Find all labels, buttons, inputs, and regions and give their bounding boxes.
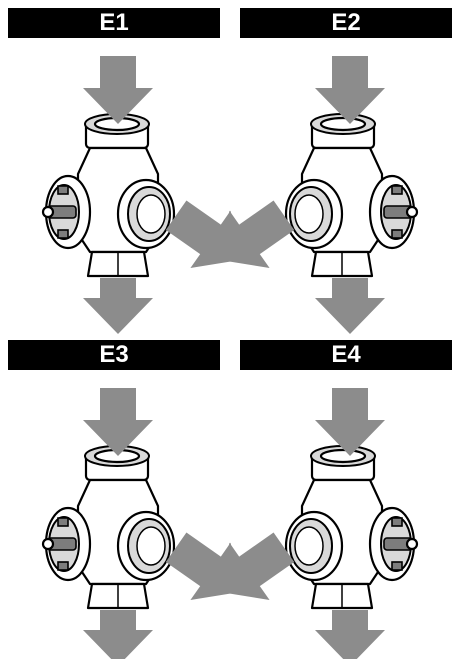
flow-arrow-bottom bbox=[83, 278, 153, 334]
valve-panel-e3: E3 bbox=[8, 340, 220, 658]
flow-arrow-top bbox=[83, 388, 153, 456]
valve-panel-e4: E4 bbox=[240, 340, 452, 658]
flow-arrow-top bbox=[315, 388, 385, 456]
flow-arrow-bottom bbox=[315, 610, 385, 659]
flow-arrow-bottom bbox=[83, 610, 153, 659]
valve-panel-e1: E1 bbox=[8, 8, 220, 326]
panel-label: E3 bbox=[8, 340, 220, 370]
valve-illustration bbox=[240, 44, 452, 326]
flow-arrow-bottom bbox=[315, 278, 385, 334]
valve-body bbox=[43, 114, 174, 276]
panel-label: E1 bbox=[8, 8, 220, 38]
valve-body bbox=[286, 114, 417, 276]
valve-body bbox=[43, 446, 174, 608]
valve-body bbox=[286, 446, 417, 608]
valve-illustration bbox=[240, 376, 452, 658]
valve-illustration bbox=[8, 376, 220, 658]
panel-label: E2 bbox=[240, 8, 452, 38]
panel-label: E4 bbox=[240, 340, 452, 370]
flow-arrow-top bbox=[83, 56, 153, 124]
valve-illustration bbox=[8, 44, 220, 326]
flow-arrow-top bbox=[315, 56, 385, 124]
valve-panel-e2: E2 bbox=[240, 8, 452, 326]
